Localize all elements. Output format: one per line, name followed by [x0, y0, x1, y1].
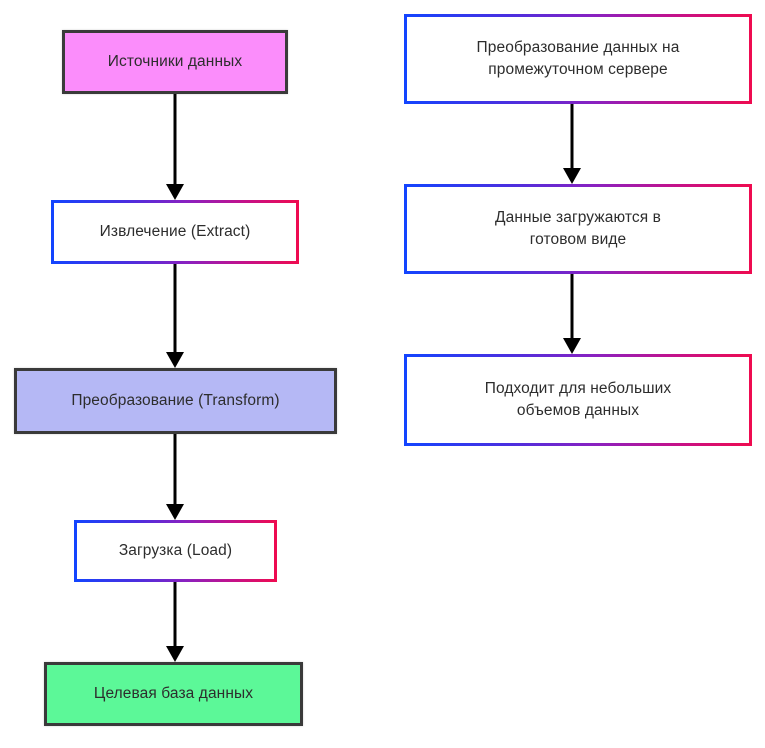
node-transform-on-intermediate-server[interactable]: Преобразование данных на промежуточном с…	[404, 14, 752, 104]
node-label-transform-on-intermediate-server: Преобразование данных на промежуточном с…	[476, 38, 680, 78]
node-suitable-for-small-volumes[interactable]: Подходит для небольших объемов данных	[404, 354, 752, 446]
node-transform[interactable]: Преобразование (Transform)	[14, 368, 337, 434]
arrow-load-to-target	[166, 582, 184, 662]
node-label-extract: Извлечение (Extract)	[99, 222, 251, 240]
node-label-target-database: Целевая база данных	[93, 684, 254, 702]
node-target-database[interactable]: Целевая база данных	[44, 662, 303, 726]
node-data-sources[interactable]: Источники данных	[62, 30, 288, 94]
arrow-transform-to-load	[166, 434, 184, 520]
node-data-loaded-ready[interactable]: Данные загружаются в готовом виде	[404, 184, 752, 274]
arrow-sources-to-extract	[166, 94, 184, 200]
node-load[interactable]: Загрузка (Load)	[74, 520, 277, 582]
node-label-suitable-for-small-volumes: Подходит для небольших объемов данных	[484, 379, 672, 419]
node-extract[interactable]: Извлечение (Extract)	[51, 200, 299, 264]
arrow-note2-to-note3	[563, 274, 581, 354]
node-label-data-sources: Источники данных	[107, 52, 243, 70]
arrow-note1-to-note2	[563, 104, 581, 184]
node-label-data-loaded-ready: Данные загружаются в готовом виде	[495, 208, 661, 248]
node-label-load: Загрузка (Load)	[118, 541, 233, 559]
arrow-extract-to-transform	[166, 264, 184, 368]
node-label-transform: Преобразование (Transform)	[71, 391, 280, 409]
